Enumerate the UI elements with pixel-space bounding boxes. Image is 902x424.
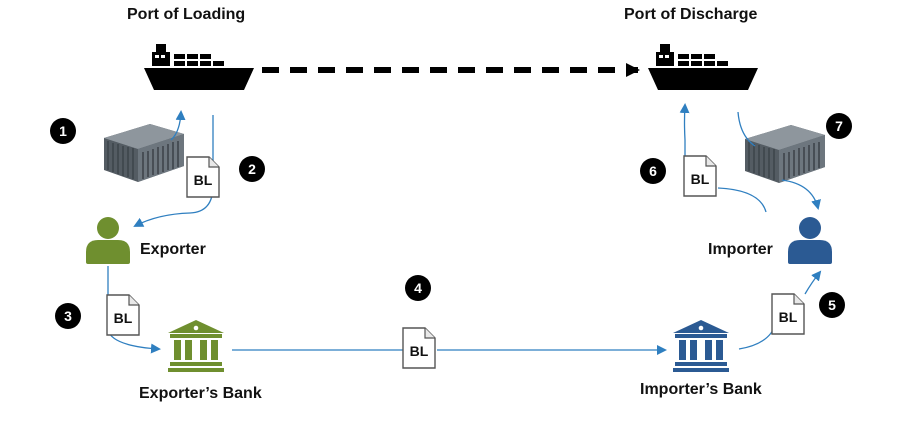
step-badge: 6 <box>640 158 666 184</box>
document-label: BL <box>779 309 798 325</box>
step-number: 5 <box>828 297 836 313</box>
bill-of-lading-document-icon: BL <box>771 293 805 335</box>
exporter-bank-label: Exporter’s Bank <box>139 385 262 402</box>
shipping-container-icon <box>744 124 826 184</box>
document-label: BL <box>114 310 133 326</box>
step-number: 2 <box>248 161 256 177</box>
step-badge: 7 <box>826 113 852 139</box>
document-label: BL <box>194 172 213 188</box>
step-number: 7 <box>835 118 843 134</box>
step-badge: 3 <box>55 303 81 329</box>
flow-arrow-ship-to-importer <box>737 111 818 208</box>
step-badge: 5 <box>819 292 845 318</box>
port-of-loading-label: Port of Loading <box>127 6 246 23</box>
flow-arrow-container-to-ship <box>170 110 186 141</box>
step-badge: 2 <box>239 156 265 182</box>
step-number: 3 <box>64 308 72 324</box>
step-badge: 1 <box>50 118 76 144</box>
importer-person-icon <box>788 217 832 264</box>
flow-arrow-importer-to-ship <box>685 105 767 213</box>
cargo-ship-icon <box>144 44 254 90</box>
exporter-label: Exporter <box>140 241 206 258</box>
importer-bank-icon <box>673 320 729 372</box>
document-label: BL <box>410 343 429 359</box>
bill-of-lading-document-icon: BL <box>402 327 436 369</box>
document-label: BL <box>691 171 710 187</box>
step-number: 4 <box>414 280 422 296</box>
exporter-bank-icon <box>168 320 224 372</box>
importer-label: Importer <box>708 241 773 258</box>
bill-of-lading-document-icon: BL <box>683 155 717 197</box>
step-badge: 4 <box>405 275 431 301</box>
bill-of-lading-document-icon: BL <box>106 294 140 336</box>
bill-of-lading-document-icon: BL <box>186 156 220 198</box>
cargo-ship-icon <box>648 44 758 90</box>
importer-bank-label: Importer’s Bank <box>640 381 762 398</box>
port-of-discharge-label: Port of Discharge <box>624 6 758 23</box>
exporter-person-icon <box>86 217 130 264</box>
shipping-container-icon <box>103 123 185 183</box>
step-number: 6 <box>649 163 657 179</box>
step-number: 1 <box>59 123 67 139</box>
